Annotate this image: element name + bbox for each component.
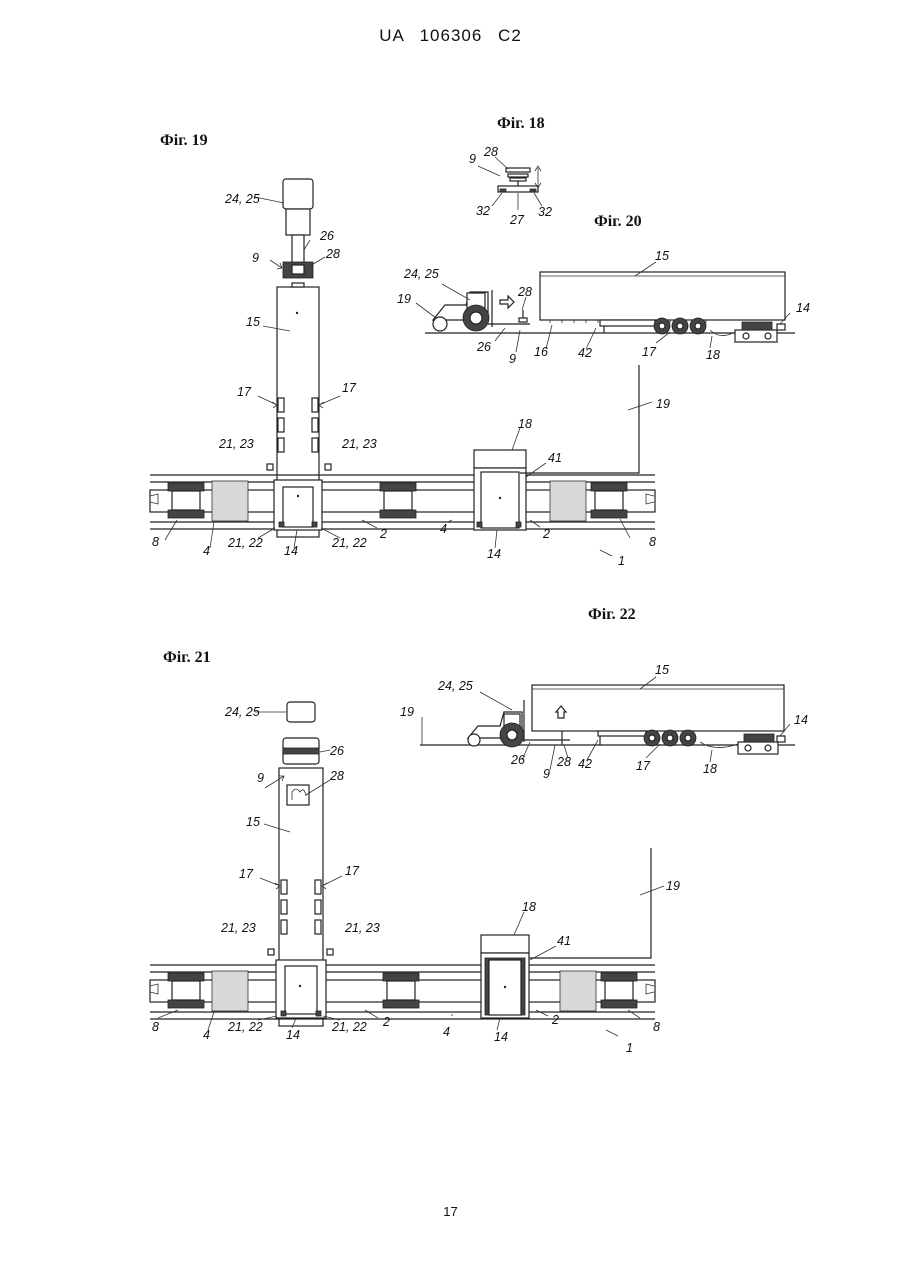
fig21-label-19: 19 (666, 879, 680, 893)
fig20-label-28: 28 (517, 285, 532, 299)
page-number: 17 (0, 1204, 901, 1219)
fig21-label-2a: 2 (382, 1015, 390, 1029)
fig21-label-21-23b: 21, 23 (344, 921, 380, 935)
fig20-label-17: 17 (642, 345, 657, 359)
figure-20-title: Фіг. 20 (594, 213, 642, 230)
fig20-label-9: 9 (509, 352, 516, 366)
fig20-label-26: 26 (476, 340, 491, 354)
fig19-label-21-23b: 21, 23 (341, 437, 377, 451)
fig18-label-32a: 32 (476, 204, 490, 218)
fig21-label-4b: 4 (443, 1025, 450, 1039)
fig19-label-2b: 2 (542, 527, 550, 541)
figure-18-title: Фіг. 18 (497, 115, 545, 132)
fig21-label-15: 15 (246, 815, 260, 829)
fig20-label-14: 14 (796, 301, 810, 315)
figure-21-title: Фіг. 21 (163, 649, 211, 666)
fig19-label-8b: 8 (649, 535, 656, 549)
fig20-label-19: 19 (397, 292, 411, 306)
fig19-label-17b: 17 (342, 381, 357, 395)
fig19-label-24-25: 24, 25 (224, 192, 260, 206)
fig21-label-21-22b: 21, 22 (331, 1020, 367, 1034)
figure-19-title: Фіг. 19 (160, 132, 208, 149)
fig19-label-19: 19 (656, 397, 670, 411)
fig19-label-26: 26 (319, 229, 334, 243)
fig20-label-16: 16 (534, 345, 548, 359)
figure-22: Фіг. 22 (420, 606, 795, 770)
fig19-label-14a: 14 (284, 544, 298, 558)
fig21-label-17b: 17 (345, 864, 360, 878)
fig22-label-26: 26 (510, 753, 525, 767)
fig19-label-4b: 4 (440, 522, 447, 536)
fig21-label-1: 1 (626, 1041, 633, 1055)
fig21-label-41: 41 (557, 934, 571, 948)
fig21-label-9: 9 (257, 771, 264, 785)
fig19-label-41: 41 (548, 451, 562, 465)
figure-22-title: Фіг. 22 (588, 606, 636, 623)
fig19-label-17a: 17 (237, 385, 252, 399)
fig19-label-1: 1 (618, 554, 625, 568)
fig22-label-17: 17 (636, 759, 651, 773)
figure-18: Фіг. 18 9 28 32 27 32 (469, 115, 552, 227)
fig19-label-21-23a: 21, 23 (218, 437, 254, 451)
coupling-device-drawing (478, 157, 542, 210)
fig22-label-19: 19 (400, 705, 414, 719)
fig21-label-14a: 14 (286, 1028, 300, 1042)
fig22-label-15: 15 (655, 663, 669, 677)
fig21-label-21-23a: 21, 23 (220, 921, 256, 935)
fig19-label-14b: 14 (487, 547, 501, 561)
fig22-label-9: 9 (543, 767, 550, 781)
fig21-label-24-25: 24, 25 (224, 705, 260, 719)
fig20-label-15: 15 (655, 249, 669, 263)
fig18-label-28: 28 (483, 145, 498, 159)
fig22-label-18: 18 (703, 762, 717, 776)
fig22-label-14: 14 (794, 713, 808, 727)
fig19-label-9: 9 (252, 251, 259, 265)
fig21-label-8b: 8 (653, 1020, 660, 1034)
fig21-label-26: 26 (329, 744, 344, 758)
fig18-label-32b: 32 (538, 205, 552, 219)
fig19-label-15: 15 (246, 315, 260, 329)
fig21-label-14b: 14 (494, 1030, 508, 1044)
fig19-label-18: 18 (518, 417, 532, 431)
fig19-label-8a: 8 (152, 535, 159, 549)
fig21-label-2b: 2 (551, 1013, 559, 1027)
fig19-label-21-22a: 21, 22 (227, 536, 263, 550)
fig20-label-18: 18 (706, 348, 720, 362)
fig19-label-4a: 4 (203, 544, 210, 558)
fig20-label-24-25: 24, 25 (403, 267, 439, 281)
fig20-label-42: 42 (578, 346, 592, 360)
fig22-label-42: 42 (578, 757, 592, 771)
fig21-label-18: 18 (522, 900, 536, 914)
fig18-label-9: 9 (469, 152, 476, 166)
fig19-label-21-22b: 21, 22 (331, 536, 367, 550)
fig19-label-28: 28 (325, 247, 340, 261)
figure-20: Фіг. 20 (416, 213, 795, 352)
fig21-label-21-22a: 21, 22 (227, 1020, 263, 1034)
fig21-label-4a: 4 (203, 1028, 210, 1042)
fig22-label-28: 28 (556, 755, 571, 769)
fig21-label-17a: 17 (239, 867, 254, 881)
fig19-label-2a: 2 (379, 527, 387, 541)
fig21-label-28: 28 (329, 769, 344, 783)
fig22-label-24-25: 24, 25 (437, 679, 473, 693)
fig18-label-27: 27 (509, 213, 525, 227)
fig21-label-8a: 8 (152, 1020, 159, 1034)
